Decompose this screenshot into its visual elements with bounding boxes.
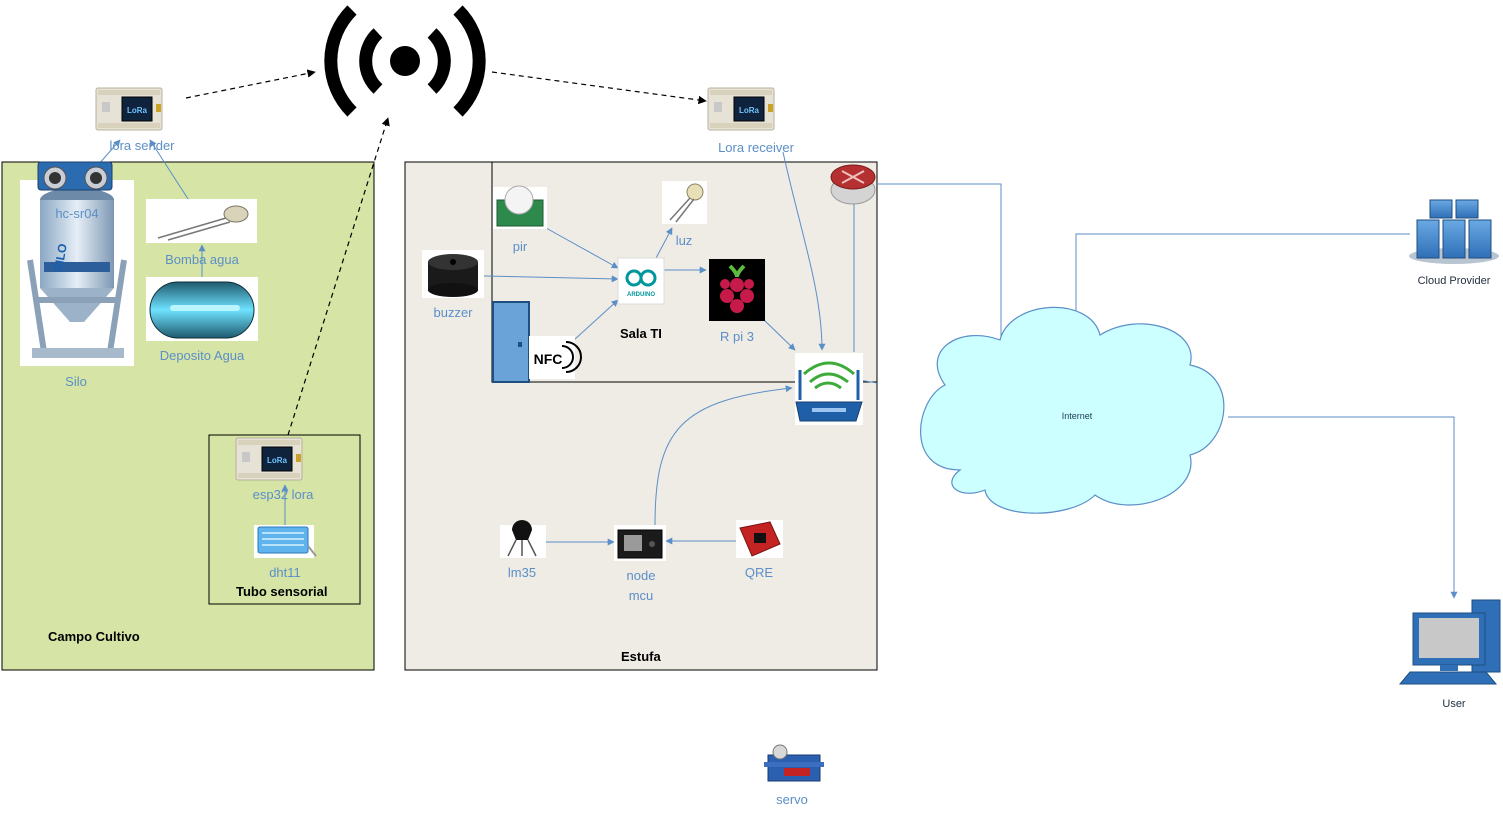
wifi-router-icon xyxy=(795,353,863,425)
estufa-label: Estufa xyxy=(621,649,662,664)
nodemcu-label-line2: mcu xyxy=(629,588,654,603)
qre-label: QRE xyxy=(745,565,774,580)
deposito-agua-label: Deposito Agua xyxy=(160,348,245,363)
lm35-icon xyxy=(500,520,546,558)
edge-gateway-to-internet xyxy=(877,183,1002,340)
servo-label: servo xyxy=(776,792,808,807)
radio-antenna-icon xyxy=(324,5,486,117)
servo-icon xyxy=(762,743,824,783)
svg-text:LoRa: LoRa xyxy=(739,106,760,115)
cloud-provider-icon xyxy=(1409,199,1499,264)
edge-antenna-to-receiver xyxy=(491,71,707,105)
nodemcu-label-line1: node xyxy=(627,568,656,583)
edge-sender-to-antenna xyxy=(185,69,316,99)
esp32-lora-icon: LoRa xyxy=(235,437,303,481)
luz-icon xyxy=(662,181,707,224)
dht11-label: dht11 xyxy=(269,565,301,580)
lora-sender-icon: LoRa xyxy=(95,87,163,131)
edge-rpi-to-router xyxy=(761,317,796,351)
internet-cloud-icon xyxy=(920,306,1225,514)
silo-icon: SILO xyxy=(20,180,134,366)
lora-receiver-icon: LoRa xyxy=(707,87,775,131)
edges xyxy=(97,69,1458,599)
dht11-icon xyxy=(254,525,317,558)
edge-cloud-to-internet xyxy=(1072,233,1410,333)
edge-internet-to-user xyxy=(1228,416,1458,599)
buzzer-label: buzzer xyxy=(433,305,473,320)
tubo-sensorial-label: Tubo sensorial xyxy=(236,584,328,599)
sala-ti-zone xyxy=(491,161,878,383)
pir-label: pir xyxy=(513,239,528,254)
hc-sr04-label: hc-sr04 xyxy=(55,206,98,221)
lora-sender-label: lora sender xyxy=(109,138,175,153)
qre-icon xyxy=(736,520,783,558)
lm35-label: lm35 xyxy=(508,565,536,580)
edge-esp32-to-antenna xyxy=(287,117,390,436)
edge-buzzer-to-arduino xyxy=(483,275,619,283)
user-workstation-icon xyxy=(1398,599,1501,685)
edge-nodemcu-to-router xyxy=(654,385,793,526)
door-icon xyxy=(492,301,530,383)
svg-text:LoRa: LoRa xyxy=(127,106,148,115)
hc-sr04-icon xyxy=(37,161,113,191)
edge-hcsr04-to-sender xyxy=(97,139,121,166)
buzzer-icon xyxy=(422,250,484,298)
rpi-label: R pi 3 xyxy=(720,329,754,344)
edge-arduino-to-luz xyxy=(654,227,673,261)
edge-bomba-to-sender xyxy=(149,139,191,203)
bomba-agua-icon xyxy=(146,199,257,243)
edge-receiver-to-router xyxy=(782,151,826,351)
gateway-router-icon xyxy=(830,164,876,205)
arduino-icon: ARDUINO xyxy=(617,257,665,305)
internet-label: Internet xyxy=(1062,411,1093,421)
raspberry-pi-icon xyxy=(709,259,765,321)
pir-icon xyxy=(493,185,547,229)
svg-text:LoRa: LoRa xyxy=(267,456,288,465)
cloud-provider-label: Cloud Provider xyxy=(1418,275,1491,287)
campo-cultivo-label: Campo Cultivo xyxy=(48,629,140,644)
svg-text:SILO: SILO xyxy=(51,242,70,272)
lora-receiver-label: Lora receiver xyxy=(718,140,795,155)
svg-text:ARDUINO: ARDUINO xyxy=(627,292,655,298)
svg-text:NFC: NFC xyxy=(534,351,563,367)
bomba-agua-label: Bomba agua xyxy=(165,252,239,267)
esp32-lora-label: esp32 lora xyxy=(253,487,314,502)
nfc-icon: NFC xyxy=(529,336,582,379)
luz-label: luz xyxy=(676,233,693,248)
tubo-sensorial-zone xyxy=(208,434,361,605)
edge-pir-to-arduino xyxy=(545,227,619,269)
silo-label: Silo xyxy=(65,374,87,389)
nodemcu-icon xyxy=(614,525,666,561)
edge-nfc-to-arduino xyxy=(573,299,619,341)
deposito-agua-icon xyxy=(146,277,258,341)
user-label: User xyxy=(1442,698,1466,710)
sala-ti-label: Sala TI xyxy=(620,326,662,341)
